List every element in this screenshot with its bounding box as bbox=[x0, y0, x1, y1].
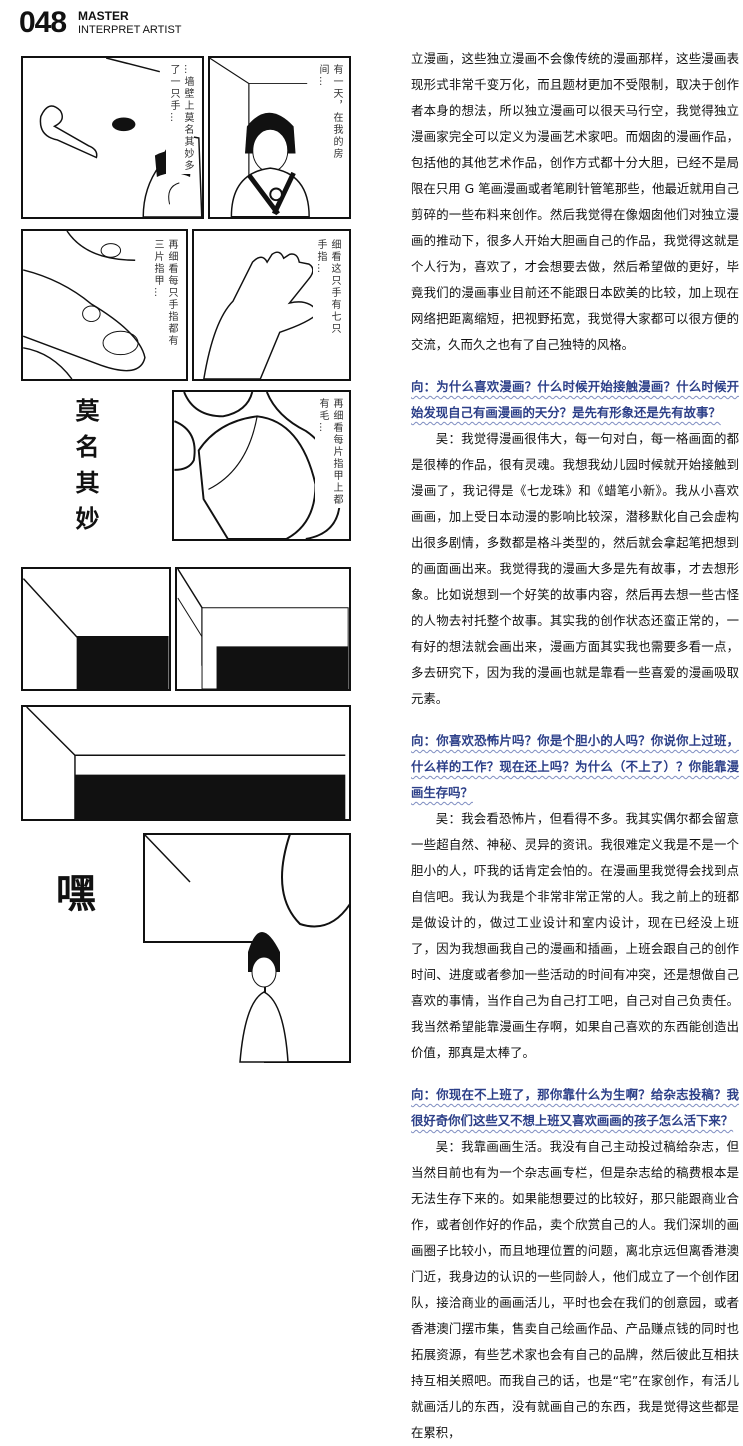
question-1: 向：为什么喜欢漫画？什么时候开始接触漫画？什么时候开始发现自己有画漫画的天分？是… bbox=[411, 379, 739, 420]
wide-wall-illustration bbox=[26, 707, 346, 819]
section-subtitle: INTERPRET ARTIST bbox=[78, 24, 182, 36]
intro-paragraph: 立漫画，这些独立漫画不会像传统的漫画那样，这些漫画表现形式非常千变万化，而且题材… bbox=[411, 51, 739, 352]
qa-section-2: 向：你喜欢恐怖片吗？你是个胆小的人吗？你说你上过班，什么样的工作？现在还上吗？为… bbox=[411, 728, 739, 1066]
comic-panel-7 bbox=[175, 567, 351, 691]
comic-panel-3: 再细看每只手指都有三片指甲… bbox=[21, 229, 188, 381]
answer-3: 吴：我靠画画生活。我没有自己主动投过稿给杂志，但当然目前也有为一个杂志画专栏，但… bbox=[411, 1139, 739, 1440]
question-3: 向：你现在不上班了，那你靠什么为生啊？给杂志投稿？我很好奇你们这些又不想上班又喜… bbox=[411, 1087, 739, 1128]
fingers-closeup-illustration bbox=[23, 231, 146, 379]
answer-1: 吴：我觉得漫画很伟大，每一句对白，每一格画面的都是很棒的作品，很有灵魂。我想我幼… bbox=[411, 431, 739, 706]
sound-effect: 嘿 bbox=[49, 872, 96, 924]
panel-4-caption: 细看这只手有七只手指… bbox=[313, 239, 341, 339]
room-corner-illustration bbox=[23, 578, 169, 689]
comic-panel-5: 再细看每片指甲上都有毛… bbox=[172, 390, 351, 541]
comic-panel-4: 细看这只手有七只手指… bbox=[192, 229, 351, 381]
article-intro: 立漫画，这些独立漫画不会像传统的漫画那样，这些漫画表现形式非常千变万化，而且题材… bbox=[411, 46, 739, 358]
hairy-fingernail-illustration bbox=[174, 392, 341, 539]
room-corner-illustration-2 bbox=[177, 569, 349, 689]
comic-panel-1: …墙壁上莫名其妙多了一只手… bbox=[21, 56, 204, 219]
panel-5-caption: 再细看每片指甲上都有毛… bbox=[315, 398, 343, 508]
qa-section-3: 向：你现在不上班了，那你靠什么为生啊？给杂志投稿？我很好奇你们这些又不想上班又喜… bbox=[411, 1082, 739, 1446]
qa-section-1: 向：为什么喜欢漫画？什么时候开始接触漫画？什么时候开始发现自己有画漫画的天分？是… bbox=[411, 374, 739, 712]
comic-panel-6 bbox=[21, 567, 171, 691]
answer-2: 吴：我会看恐怖片，但看得不多。我其实偶尔都会留意一些超自然、神秘、灵异的资讯。我… bbox=[411, 811, 739, 1060]
section-title: MASTER bbox=[78, 9, 129, 23]
side-title: 莫名其妙 bbox=[71, 398, 100, 542]
panel-1-caption: …墙壁上莫名其妙多了一只手… bbox=[166, 64, 194, 174]
page-number: 048 bbox=[19, 6, 67, 39]
question-2: 向：你喜欢恐怖片吗？你是个胆小的人吗？你说你上过班，什么样的工作？现在还上吗？为… bbox=[411, 733, 739, 800]
comic-panel-8 bbox=[21, 705, 351, 821]
comic-panel-2: 有一天，在我的房间… bbox=[208, 56, 351, 219]
article-column: 立漫画，这些独立漫画不会像传统的漫画那样，这些漫画表现形式非常千变万化，而且题材… bbox=[411, 46, 739, 1446]
panel-3-caption: 再细看每只手指都有三片指甲… bbox=[150, 239, 178, 349]
boy-in-room-illustration bbox=[210, 58, 310, 217]
comic-panel-9 bbox=[143, 833, 351, 1063]
panel-2-caption: 有一天，在我的房间… bbox=[315, 64, 343, 164]
